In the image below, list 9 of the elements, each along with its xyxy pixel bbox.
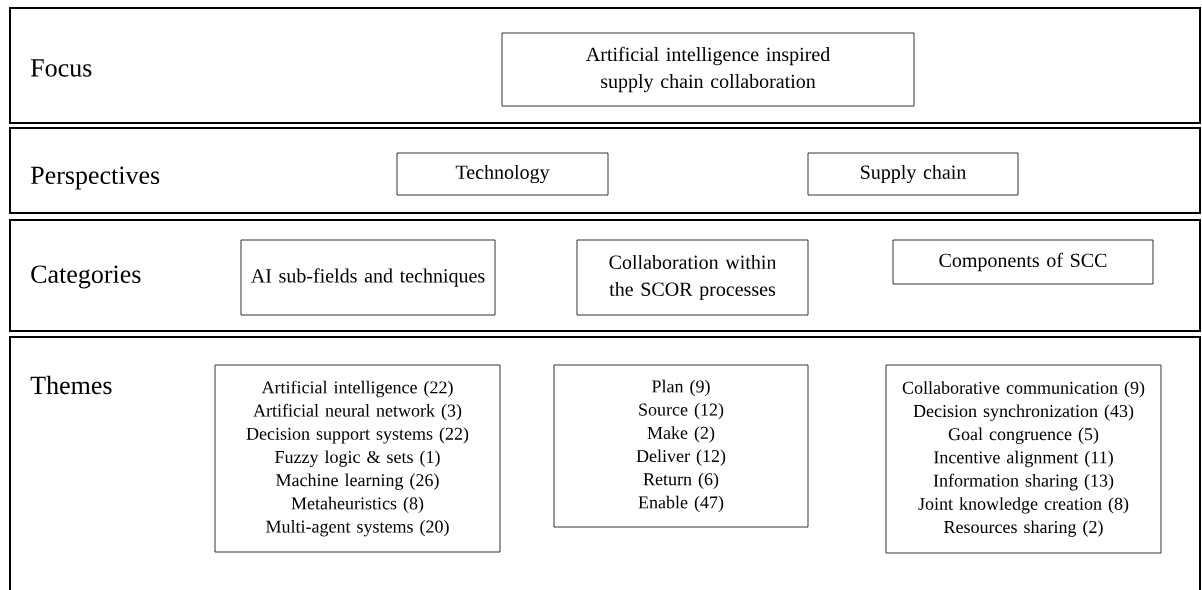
label-box: Components of SCC <box>892 239 1154 285</box>
label-box: Supply chain <box>807 152 1019 196</box>
theme-list-box: Artificial intelligence (22) Artificial neural network (3) Decision support systems (22) Fuzzy logic & sets (1) Machine learning (26) Metaheuristics (8) Multi-agent systems (20) <box>214 364 501 553</box>
theme-list-box: Collaborative communication (9) Decision synchronization (43) Goal congruence (5) Incentive alignment (11) Information sharing (13) Joint knowledge creation (8) Resources sharing (2) <box>885 364 1162 554</box>
theme-list-box: Plan (9) Source (12) Make (2) Deliver (12) Return (6) Enable (47) <box>553 364 809 528</box>
label-box: Collaboration within the SCOR processes <box>576 239 809 316</box>
label-box: Technology <box>396 152 609 196</box>
label-box: Artificial intelligence inspired supply chain collaboration <box>501 32 915 107</box>
label-box: AI sub-fields and techniques <box>240 239 496 316</box>
